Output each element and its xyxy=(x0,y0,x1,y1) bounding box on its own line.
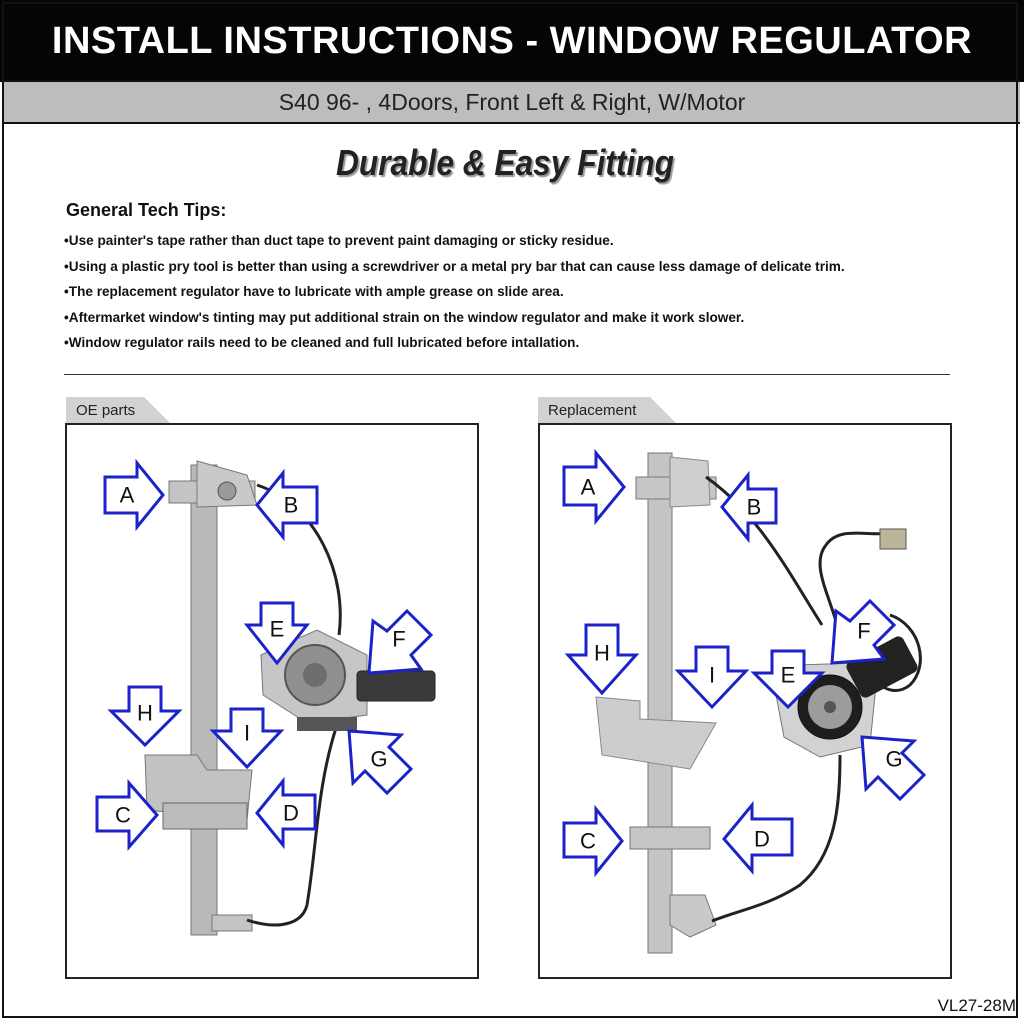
svg-text:F: F xyxy=(857,619,870,644)
svg-text:A: A xyxy=(581,475,596,500)
tip-item: Using a plastic pry tool is better than … xyxy=(64,254,845,280)
replacement-panel: A C B D H I E F xyxy=(538,423,952,979)
oe-regulator-diagram: A C B D E H I F xyxy=(95,458,436,936)
svg-text:B: B xyxy=(284,493,299,518)
callout-arrow-g: G xyxy=(860,735,927,802)
replacement-regulator-diagram: A C B D H I E F xyxy=(562,448,927,954)
svg-text:C: C xyxy=(580,829,596,854)
svg-text:H: H xyxy=(137,701,153,726)
callout-arrow-h: H xyxy=(107,685,183,748)
callout-arrow-i: I xyxy=(209,707,285,770)
callout-arrow-c: C xyxy=(95,779,159,851)
page-title: INSTALL INSTRUCTIONS - WINDOW REGULATOR xyxy=(0,0,1024,82)
tip-item: Aftermarket window's tinting may put add… xyxy=(64,305,845,331)
callout-arrow-a: A xyxy=(103,458,165,532)
svg-text:E: E xyxy=(781,663,796,688)
callout-arrow-a: A xyxy=(562,448,626,526)
callout-arrow-i: I xyxy=(674,645,750,710)
tip-item: Window regulator rails need to be cleane… xyxy=(64,330,845,356)
svg-text:G: G xyxy=(370,747,387,772)
part-number: VL27-28M xyxy=(937,996,1016,1015)
callout-arrow-d: D xyxy=(722,800,794,875)
svg-text:D: D xyxy=(283,801,299,826)
svg-text:I: I xyxy=(244,721,250,746)
callout-arrow-c: C xyxy=(562,804,624,878)
callout-arrow-b: B xyxy=(720,470,778,544)
callout-arrow-e: E xyxy=(750,649,826,710)
callout-arrow-e: E xyxy=(243,601,311,666)
svg-text:C: C xyxy=(115,803,131,828)
svg-text:D: D xyxy=(754,827,770,852)
svg-text:I: I xyxy=(709,663,715,688)
section-divider xyxy=(64,374,950,375)
svg-text:F: F xyxy=(392,627,405,652)
svg-text:B: B xyxy=(747,495,762,520)
callout-arrow-d: D xyxy=(255,776,317,850)
oe-parts-panel: A C B D E H I F xyxy=(65,423,479,979)
svg-text:G: G xyxy=(885,747,902,772)
vehicle-fitment-subtitle: S40 96- , 4Doors, Front Left & Right, W/… xyxy=(4,80,1020,124)
svg-text:A: A xyxy=(120,483,135,508)
callout-arrow-b: B xyxy=(255,468,319,542)
replacement-tab: Replacement xyxy=(538,397,676,423)
tip-item: Use painter's tape rather than duct tape… xyxy=(64,228,845,254)
svg-text:H: H xyxy=(594,641,610,666)
svg-text:E: E xyxy=(270,617,285,642)
callout-arrow-f: F xyxy=(367,608,434,675)
callout-arrow-h: H xyxy=(564,623,640,696)
oe-parts-tab: OE parts xyxy=(66,397,170,423)
tips-heading: General Tech Tips: xyxy=(66,200,227,220)
callout-arrow-f: F xyxy=(830,598,897,665)
tips-list: Use painter's tape rather than duct tape… xyxy=(64,228,845,356)
tip-item: The replacement regulator have to lubric… xyxy=(64,279,845,305)
slogan: Durable & Easy Fitting xyxy=(335,142,674,183)
callout-arrow-g: G xyxy=(347,729,414,796)
